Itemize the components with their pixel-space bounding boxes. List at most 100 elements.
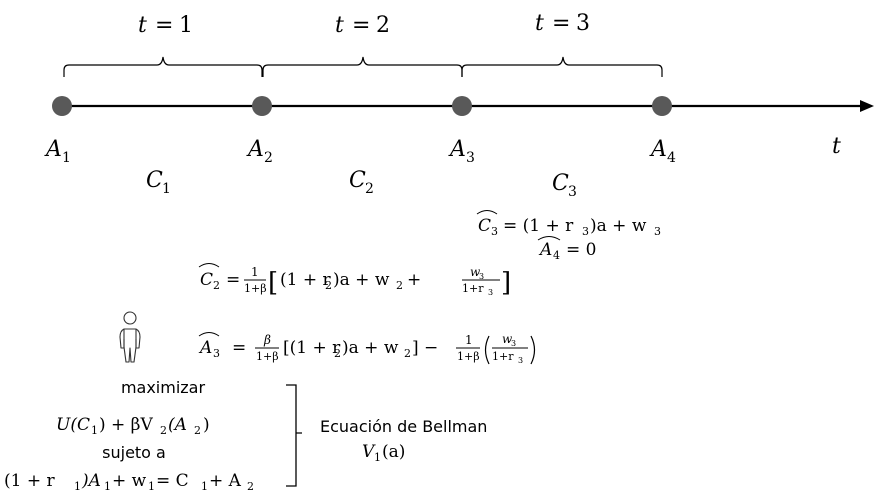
person-icon: [119, 311, 141, 363]
budget-constraint: (1 + r 1 )A 1 + w 1 = C 1 + A 2: [4, 471, 254, 493]
timeline-node-2: [252, 96, 272, 116]
svg-text:2: 2: [376, 13, 390, 38]
svg-text:C: C: [200, 270, 213, 290]
svg-text:2: 2: [194, 424, 201, 437]
svg-text:3: 3: [213, 347, 220, 360]
svg-text:2: 2: [396, 279, 403, 292]
bellman-bracket: [286, 384, 302, 487]
svg-text:]: ]: [501, 268, 511, 298]
svg-text:)a + w: )a + w: [590, 216, 647, 236]
svg-text:1+β: 1+β: [244, 282, 267, 295]
svg-text:4: 4: [553, 249, 560, 262]
svg-text:3: 3: [576, 11, 590, 36]
svg-text:(1 + r: (1 + r: [4, 471, 56, 491]
svg-text:1: 1: [374, 451, 381, 464]
svg-text:1+r: 1+r: [462, 282, 484, 295]
svg-text:w: w: [470, 265, 481, 279]
svg-text:2: 2: [325, 279, 332, 292]
svg-text:t: t: [138, 13, 147, 38]
svg-text:2: 2: [160, 424, 167, 437]
consumption-label-3: C 3: [552, 171, 577, 200]
svg-text:3: 3: [488, 288, 493, 297]
timeline-node-1: [52, 96, 72, 116]
timeline-arrowhead: [860, 100, 874, 112]
period-label-2: t = 2: [335, 13, 390, 38]
svg-text:3: 3: [479, 272, 484, 281]
svg-text:)a + w: )a + w: [333, 270, 390, 290]
svg-text:= (1 + r: = (1 + r: [503, 216, 574, 236]
svg-text:V: V: [362, 442, 376, 462]
svg-text:)A: )A: [81, 471, 101, 491]
c2-solution: C 2 = 1 1+β [ (1 + r 2 )a + w 2 + w 3 1+…: [198, 263, 511, 298]
asset-label-1: A 1: [44, 137, 71, 166]
svg-text:C: C: [478, 216, 491, 236]
svg-text:1: 1: [251, 265, 259, 279]
svg-text:3: 3: [491, 225, 498, 238]
svg-text:= 0: = 0: [566, 240, 596, 260]
svg-text:): ): [203, 415, 210, 435]
svg-text:A: A: [246, 137, 264, 162]
svg-text:+ w: + w: [112, 471, 147, 491]
bellman-label: Ecuación de Bellman: [320, 417, 487, 436]
svg-text:[: [: [268, 268, 278, 298]
svg-text:=: =: [552, 11, 570, 36]
svg-text:(a): (a): [382, 442, 405, 462]
svg-text:(1 + r: (1 + r: [280, 270, 332, 290]
svg-text:C: C: [146, 168, 163, 193]
svg-text:) + βV: ) + βV: [99, 415, 154, 435]
svg-text:] −: ] −: [412, 338, 438, 358]
svg-text:3: 3: [466, 150, 475, 166]
svg-text:3: 3: [582, 225, 589, 238]
svg-text:2: 2: [334, 347, 341, 360]
svg-text:)a + w: )a + w: [342, 338, 399, 358]
svg-text:β: β: [263, 333, 271, 347]
svg-text:1: 1: [74, 480, 81, 493]
svg-text:1: 1: [162, 181, 171, 197]
svg-text:1: 1: [91, 424, 98, 437]
period-brace-3: [461, 56, 663, 77]
maximize-label: maximizar: [121, 378, 206, 397]
period-label-3: t = 3: [535, 11, 590, 36]
svg-text:2: 2: [365, 181, 374, 197]
svg-text:1: 1: [104, 480, 111, 493]
svg-text:1: 1: [179, 13, 193, 38]
a4-solution: A 4 = 0: [537, 236, 596, 262]
svg-text:t: t: [535, 11, 544, 36]
svg-text:A: A: [448, 137, 466, 162]
svg-text:t: t: [335, 13, 344, 38]
svg-text:= C: = C: [156, 471, 189, 491]
svg-text:[(1 + r: [(1 + r: [283, 338, 341, 358]
svg-text:2: 2: [404, 347, 411, 360]
svg-text:3: 3: [511, 339, 516, 348]
consumption-label-1: C 1: [146, 168, 171, 197]
time-axis-label: t: [832, 134, 841, 159]
period-brace-2: [262, 56, 463, 77]
svg-text:1+β: 1+β: [457, 350, 480, 363]
svg-text:3: 3: [518, 356, 523, 365]
a3-solution: A 3 = β 1+β [(1 + r 2 )a + w 2 ] − 1 1+β…: [198, 332, 536, 365]
svg-text:A: A: [44, 137, 62, 162]
svg-text:=: =: [352, 13, 370, 38]
timeline-node-4: [652, 96, 672, 116]
asset-label-2: A 2: [246, 137, 273, 166]
svg-text:+: +: [407, 270, 421, 290]
svg-text:1+β: 1+β: [256, 350, 279, 363]
svg-text:=: =: [232, 338, 246, 358]
svg-text:1: 1: [465, 333, 473, 347]
svg-text:(A: (A: [168, 415, 187, 435]
bellman-value-function: V 1 (a): [362, 442, 405, 464]
svg-text:2: 2: [247, 480, 254, 493]
svg-text:+ A: + A: [209, 471, 242, 491]
svg-text:=: =: [155, 13, 173, 38]
asset-label-4: A 4: [649, 137, 676, 166]
svg-text:4: 4: [667, 150, 676, 166]
svg-text:1: 1: [148, 480, 155, 493]
svg-text:A: A: [198, 338, 212, 358]
objective-function: U(C 1 ) + βV 2 (A 2 ): [56, 415, 210, 437]
svg-text:C: C: [552, 171, 569, 196]
timeline-node-3: [452, 96, 472, 116]
svg-text:2: 2: [213, 279, 220, 292]
asset-label-3: A 3: [448, 137, 475, 166]
svg-text:=: =: [226, 270, 240, 290]
